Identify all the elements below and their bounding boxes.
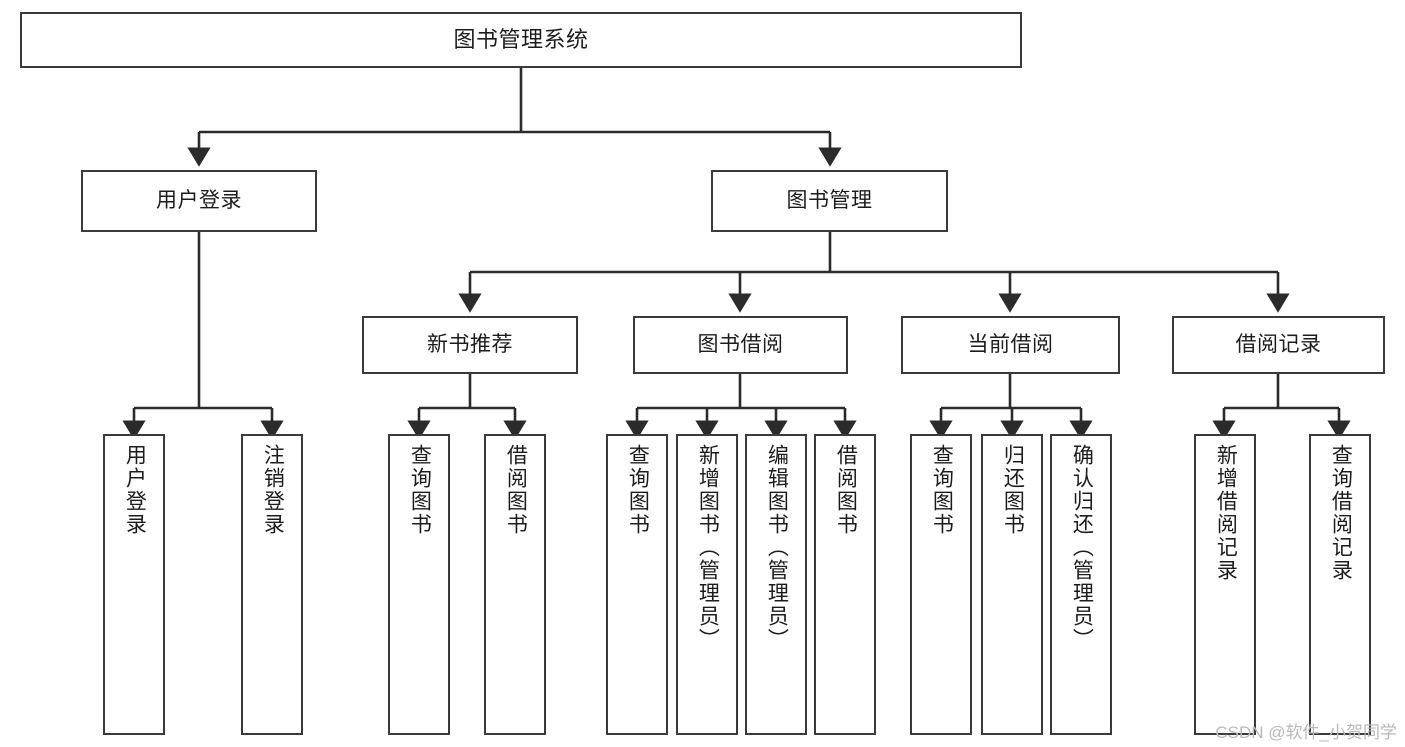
node-leaf-add-book[interactable]: 新增图书（管理员） bbox=[676, 434, 738, 735]
node-book-borrow[interactable]: 图书借阅 bbox=[633, 316, 848, 374]
node-book-manage[interactable]: 图书管理 bbox=[711, 170, 948, 232]
node-current-borrow[interactable]: 当前借阅 bbox=[901, 316, 1120, 374]
node-book-borrow-label: 图书借阅 bbox=[697, 333, 784, 357]
node-leaf-query-book-1-label: 查询图书 bbox=[408, 444, 432, 536]
node-leaf-query-book-1[interactable]: 查询图书 bbox=[388, 434, 450, 735]
node-leaf-query-record-label: 查询借阅记录 bbox=[1329, 444, 1353, 582]
node-leaf-user-login-label: 用户登录 bbox=[123, 444, 147, 536]
node-leaf-logout-login[interactable]: 注销登录 bbox=[241, 434, 303, 735]
node-leaf-query-record[interactable]: 查询借阅记录 bbox=[1309, 434, 1371, 735]
node-leaf-borrow-book-2-label: 借阅图书 bbox=[834, 444, 858, 536]
node-leaf-add-record[interactable]: 新增借阅记录 bbox=[1194, 434, 1256, 735]
node-leaf-return-book-label: 归还图书 bbox=[1001, 444, 1025, 536]
node-user-login-label: 用户登录 bbox=[156, 189, 242, 213]
node-leaf-logout-login-label: 注销登录 bbox=[261, 444, 285, 536]
node-leaf-query-book-3[interactable]: 查询图书 bbox=[910, 434, 972, 735]
node-leaf-borrow-book-2[interactable]: 借阅图书 bbox=[814, 434, 876, 735]
node-leaf-edit-book[interactable]: 编辑图书（管理员） bbox=[745, 434, 807, 735]
watermark-text: CSDN @软件_小贺同学 bbox=[1215, 723, 1397, 742]
node-user-login[interactable]: 用户登录 bbox=[81, 170, 317, 232]
node-leaf-confirm-return-label: 确认归还（管理员） bbox=[1070, 444, 1094, 651]
node-leaf-add-record-label: 新增借阅记录 bbox=[1214, 444, 1238, 582]
node-leaf-confirm-return[interactable]: 确认归还（管理员） bbox=[1050, 434, 1112, 735]
node-borrow-record-label: 借阅记录 bbox=[1235, 333, 1322, 357]
node-book-manage-label: 图书管理 bbox=[786, 189, 873, 213]
node-borrow-record[interactable]: 借阅记录 bbox=[1172, 316, 1385, 374]
node-current-borrow-label: 当前借阅 bbox=[967, 333, 1054, 357]
node-leaf-user-login[interactable]: 用户登录 bbox=[103, 434, 165, 735]
node-leaf-borrow-book-1-label: 借阅图书 bbox=[504, 444, 528, 536]
node-root-label: 图书管理系统 bbox=[453, 26, 589, 52]
node-leaf-add-book-label: 新增图书（管理员） bbox=[696, 444, 720, 651]
node-new-book-recommend[interactable]: 新书推荐 bbox=[362, 316, 578, 374]
node-leaf-query-book-2[interactable]: 查询图书 bbox=[606, 434, 668, 735]
node-root[interactable]: 图书管理系统 bbox=[20, 12, 1022, 68]
node-leaf-query-book-2-label: 查询图书 bbox=[626, 444, 650, 536]
node-new-book-recommend-label: 新书推荐 bbox=[427, 333, 513, 357]
node-leaf-edit-book-label: 编辑图书（管理员） bbox=[765, 444, 789, 651]
node-leaf-borrow-book-1[interactable]: 借阅图书 bbox=[484, 434, 546, 735]
node-leaf-query-book-3-label: 查询图书 bbox=[930, 444, 954, 536]
node-leaf-return-book[interactable]: 归还图书 bbox=[981, 434, 1043, 735]
